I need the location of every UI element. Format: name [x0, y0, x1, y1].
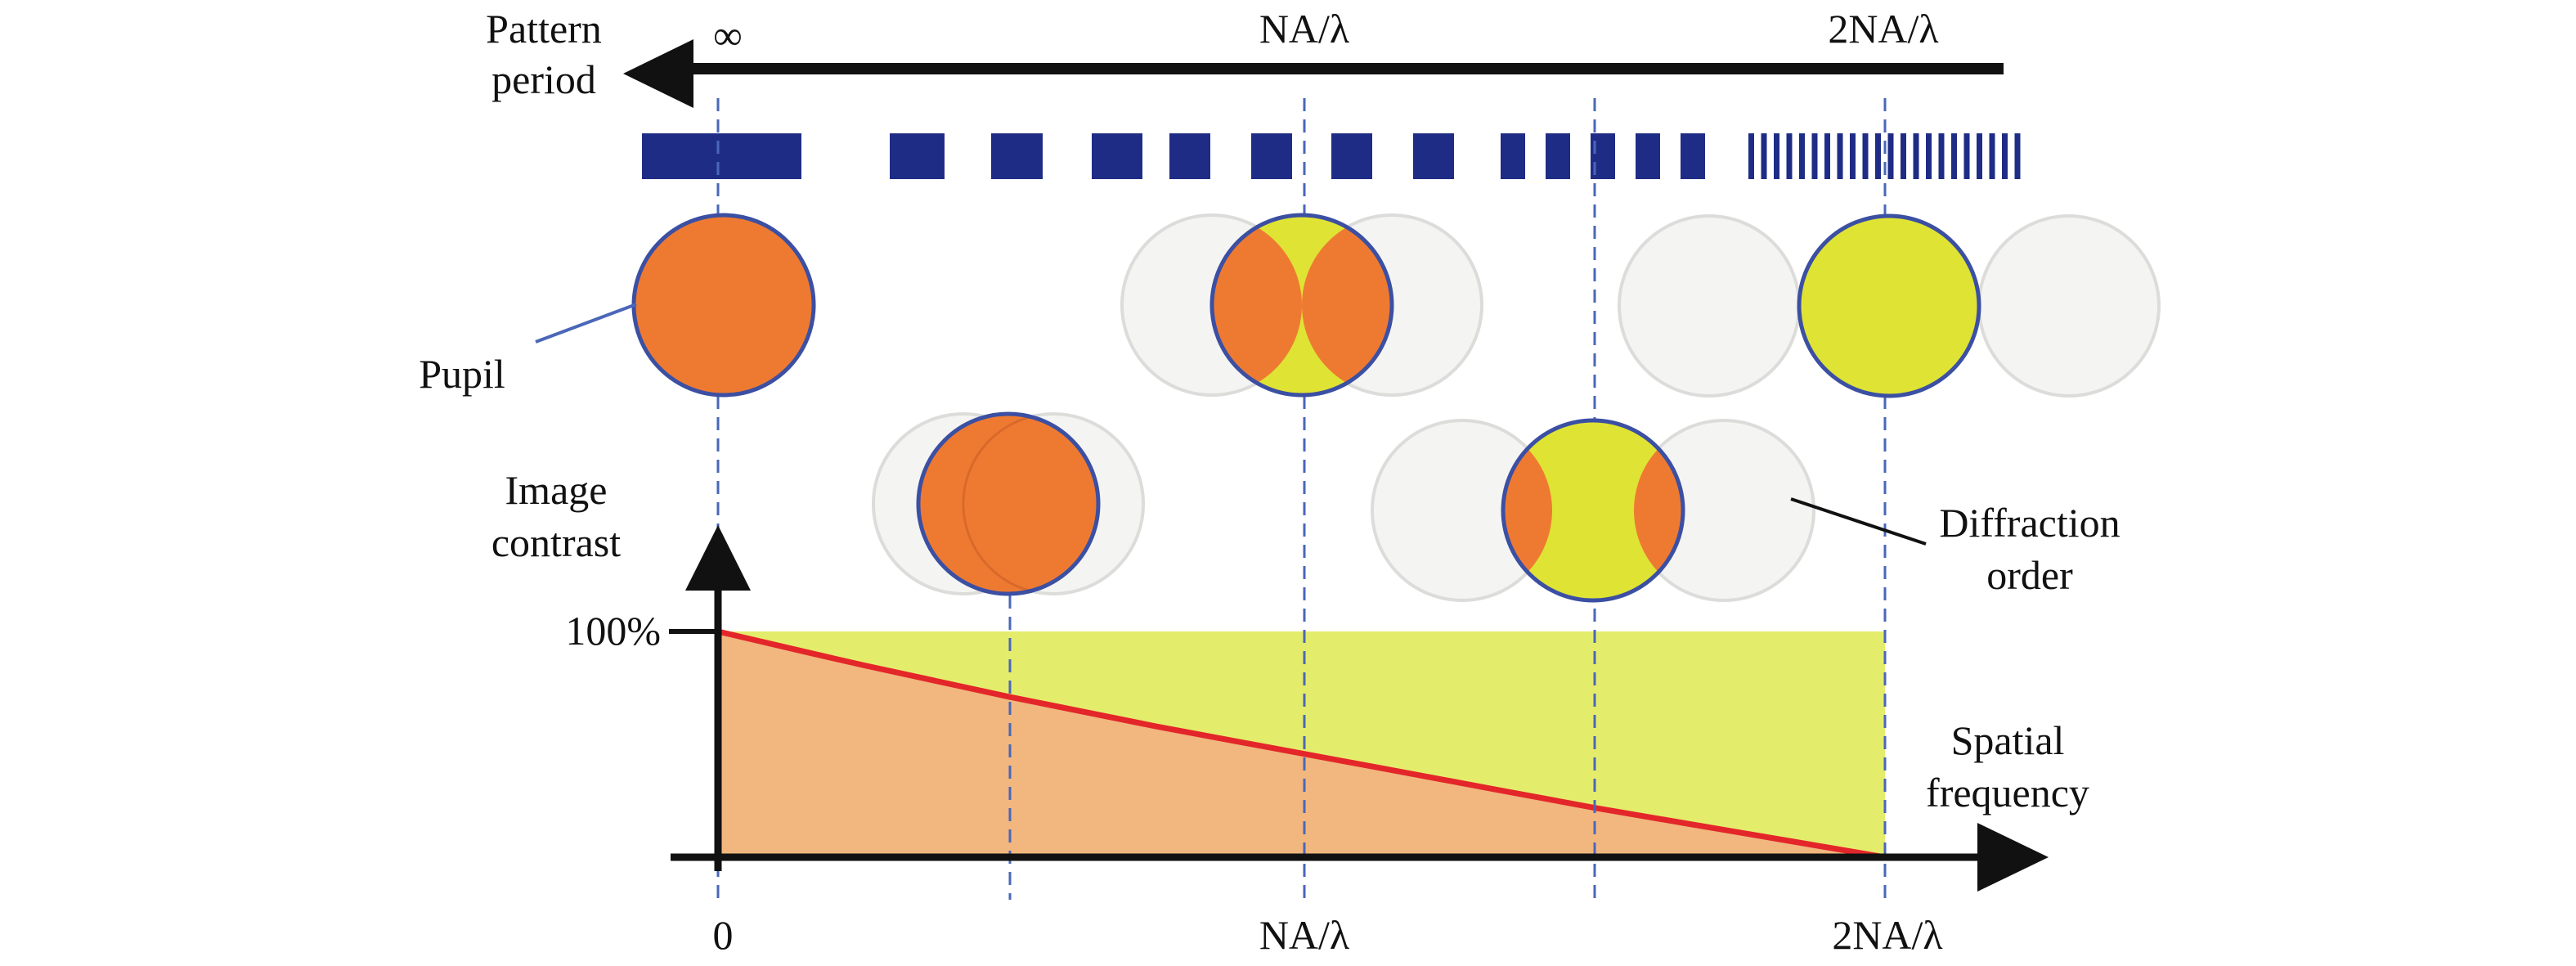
- diffraction-label-line1: Diffraction: [1939, 500, 2120, 546]
- grating-fine-bar: [2014, 133, 2021, 179]
- grating-fine-bar: [1786, 133, 1793, 179]
- grating-fine-bar: [1938, 133, 1945, 179]
- grating-fine-bar: [1951, 133, 1957, 179]
- grating-bar: [1331, 133, 1372, 179]
- grating-fine-bar: [1977, 133, 1982, 179]
- x-axis-title-line2: frequency: [1926, 770, 2089, 815]
- overlap-edge: [962, 414, 1098, 594]
- grating-bar: [1413, 133, 1454, 179]
- y-tick-label-100: 100%: [565, 608, 661, 654]
- x-tick-label-na: NA/λ: [1259, 912, 1349, 958]
- pattern-period-title-line2: period: [491, 56, 596, 102]
- pupil-circle: [918, 414, 1098, 594]
- top-axis: Pattern period ∞ NA/λ 2NA/λ: [486, 6, 2004, 108]
- pupil-zero-frequency: [631, 213, 816, 398]
- pupil-label: Pupil: [419, 351, 505, 397]
- grating-bar: [1251, 133, 1292, 179]
- callouts: Pupil Diffraction order: [419, 303, 2120, 598]
- ghost-order-circle: [1977, 214, 2161, 398]
- pupil-circle: [1503, 420, 1683, 600]
- grating-fine-bar: [1850, 133, 1856, 179]
- top-tick-na: NA/λ: [1259, 6, 1349, 52]
- grating-fine-bar: [1761, 133, 1767, 179]
- x-tick-label-2na: 2NA/λ: [1832, 912, 1942, 958]
- contrast-chart: [717, 628, 1886, 860]
- grating-bar: [642, 133, 801, 179]
- grating-fine-bar: [1774, 133, 1779, 179]
- top-axis-arrowhead: [623, 39, 693, 108]
- grating-fine-bar: [1963, 133, 1970, 179]
- pupil-outline: [1501, 418, 1685, 603]
- y-axis-arrowhead: [685, 525, 751, 591]
- pupil-circle: [1797, 213, 1981, 398]
- pattern-period-title-line1: Pattern: [486, 6, 602, 52]
- grating-fine-bar: [1862, 133, 1869, 179]
- pupil-half-na: [916, 411, 1101, 596]
- grating-bar: [1501, 133, 1525, 179]
- grating-bar: [1092, 133, 1142, 179]
- grating-bar: [890, 133, 945, 179]
- x-axis-title-line1: Spatial: [1951, 717, 2065, 763]
- grating-fine-bars: [1748, 133, 2021, 179]
- pupil-circle: [631, 213, 816, 398]
- grating-bar: [1636, 133, 1660, 179]
- y-axis-title-line2: contrast: [491, 519, 621, 565]
- grating-fine-bar: [1901, 133, 1906, 179]
- contrast-curve: [717, 628, 1886, 860]
- pupil-na: [1209, 213, 1394, 398]
- grating-bar: [1681, 133, 1705, 179]
- grating-fine-bar: [1748, 133, 1754, 179]
- pupil-outline: [916, 411, 1101, 596]
- grating-fine-bar: [1799, 133, 1805, 179]
- grating-fine-bar: [1811, 133, 1818, 179]
- pupil-outline: [1209, 213, 1394, 398]
- y-axis-title-line1: Image: [505, 467, 608, 513]
- overlap-lobe: [1212, 215, 1302, 395]
- chart-axes: Image contrast 100% Spatial frequency 0 …: [491, 467, 2089, 958]
- grating-bar: [1169, 133, 1210, 179]
- grating-fine-bar: [1887, 133, 1894, 179]
- x-tick-label-zero: 0: [713, 912, 734, 958]
- grating-fine-bar: [1824, 133, 1830, 179]
- overlap-lobe: [1302, 215, 1392, 395]
- grating-fine-bar: [1989, 133, 1995, 179]
- diffraction-leader-line: [1790, 497, 1927, 546]
- grating-fine-bar: [1837, 133, 1843, 179]
- grating-fine-bar: [2002, 133, 2008, 179]
- pupil-leader-line: [535, 303, 637, 344]
- grating-pattern: [642, 133, 2021, 179]
- diffraction-label-line2: order: [1986, 552, 2073, 598]
- grating-fine-bar: [1913, 133, 1919, 179]
- grating-fine-bar: [1926, 133, 1932, 179]
- grating-bar: [991, 133, 1043, 179]
- top-tick-2na: 2NA/λ: [1828, 6, 1938, 52]
- top-tick-infinity: ∞: [713, 12, 743, 58]
- x-axis-arrowhead: [1977, 823, 2049, 892]
- ghost-order-circle: [1618, 214, 1801, 398]
- grating-fine-bar: [1875, 133, 1881, 179]
- grating-bar: [1546, 133, 1570, 179]
- contrast-area: [718, 631, 1885, 857]
- pupil-2na: [1797, 213, 1981, 398]
